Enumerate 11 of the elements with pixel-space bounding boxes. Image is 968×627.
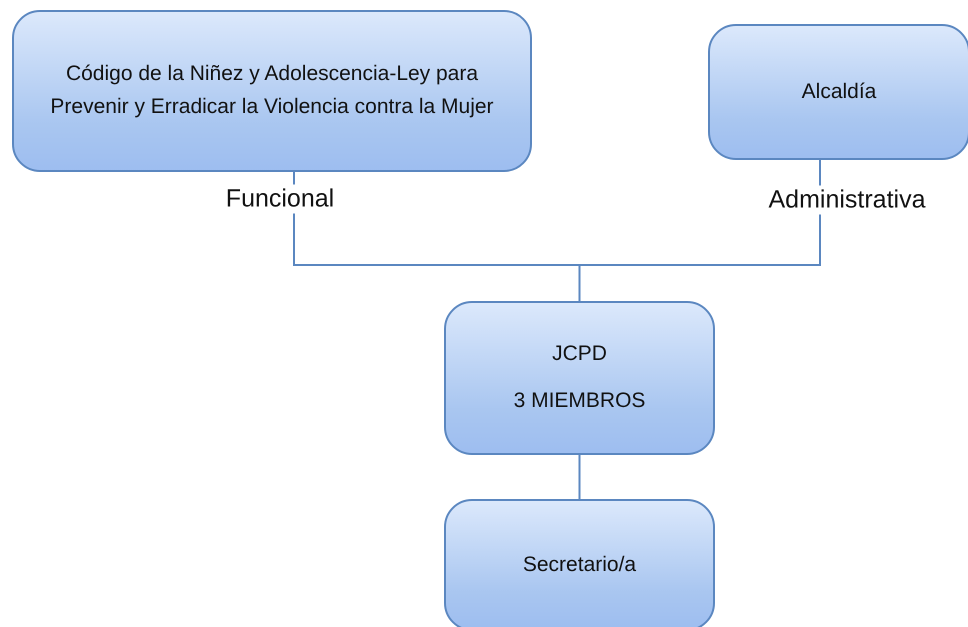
rounded-box (708, 24, 968, 160)
box-text: Secretario/a (522, 552, 636, 578)
rounded-box (444, 301, 715, 455)
box-text: 3 MIEMBROS (514, 388, 646, 414)
box-text: JCPD (552, 341, 607, 368)
box-text: Código de la Niñez y Adolescencia-Ley para Prevenir y Erradicar la Violencia contra la Mujer (49, 61, 495, 120)
rounded-box (444, 499, 715, 627)
connector-line (578, 455, 580, 499)
rounded-box (12, 10, 532, 172)
connector-line (578, 160, 821, 301)
box-text: Alcaldía (802, 78, 876, 105)
